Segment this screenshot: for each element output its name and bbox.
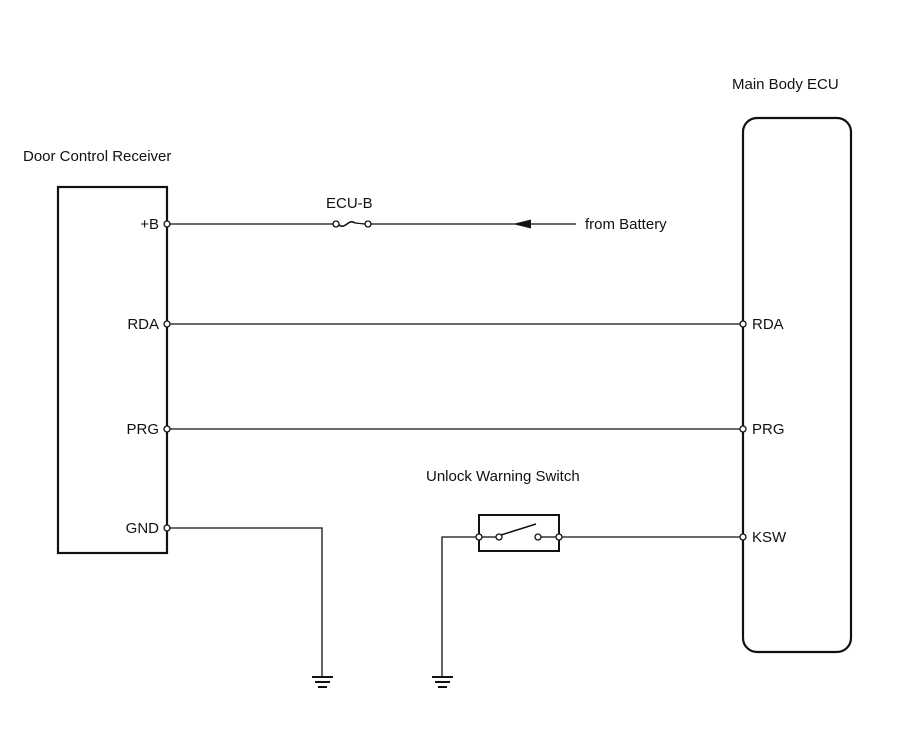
switch-terminal-right	[555, 533, 563, 541]
switch-terminal-left	[475, 533, 483, 541]
dcr-pin-label-prg: PRG	[126, 421, 159, 438]
power-circuit: ECU-B from Battery	[163, 195, 667, 233]
fuse-label: ECU-B	[326, 195, 373, 212]
dcr-pin-prg-terminal	[163, 425, 171, 433]
dcr-pin-label-rda: RDA	[127, 316, 159, 333]
switch-icon	[482, 523, 556, 541]
ksw-circuit: Unlock Warning Switch	[426, 468, 747, 688]
main-body-ecu-title: Main Body ECU	[732, 76, 839, 93]
main-body-ecu: Main Body ECU RDA PRG KSW	[732, 76, 853, 654]
wire-switch-ground	[441, 536, 476, 676]
door-control-receiver-box	[56, 185, 169, 555]
ecu-pin-label-ksw: KSW	[752, 529, 787, 546]
dcr-pin-gnd-terminal	[163, 524, 171, 532]
gnd-circuit	[163, 524, 333, 688]
rda-circuit	[163, 320, 747, 328]
prg-circuit	[163, 425, 747, 433]
ecu-pin-label-prg: PRG	[752, 421, 785, 438]
ecu-pin-rda-terminal	[739, 320, 747, 328]
wire-gnd	[170, 527, 323, 676]
ecu-pin-ksw-terminal	[739, 533, 747, 541]
main-body-ecu-box	[741, 116, 853, 654]
dcr-pin-label-gnd: GND	[126, 520, 160, 537]
door-control-receiver: Door Control Receiver +B RDA PRG GND	[23, 148, 171, 555]
door-control-receiver-title: Door Control Receiver	[23, 148, 171, 165]
switch-label: Unlock Warning Switch	[426, 468, 580, 485]
ground-icon	[432, 676, 453, 688]
ecu-pin-label-rda: RDA	[752, 316, 784, 333]
arrow-left-icon	[513, 219, 531, 229]
dcr-pin-rda-terminal	[163, 320, 171, 328]
battery-label: from Battery	[585, 216, 667, 233]
switch-box	[478, 514, 560, 552]
ecu-pin-prg-terminal	[739, 425, 747, 433]
ground-icon	[312, 676, 333, 688]
fuse-icon	[332, 220, 372, 228]
dcr-pin-b-terminal	[163, 220, 171, 228]
dcr-pin-label-b: +B	[140, 216, 159, 233]
